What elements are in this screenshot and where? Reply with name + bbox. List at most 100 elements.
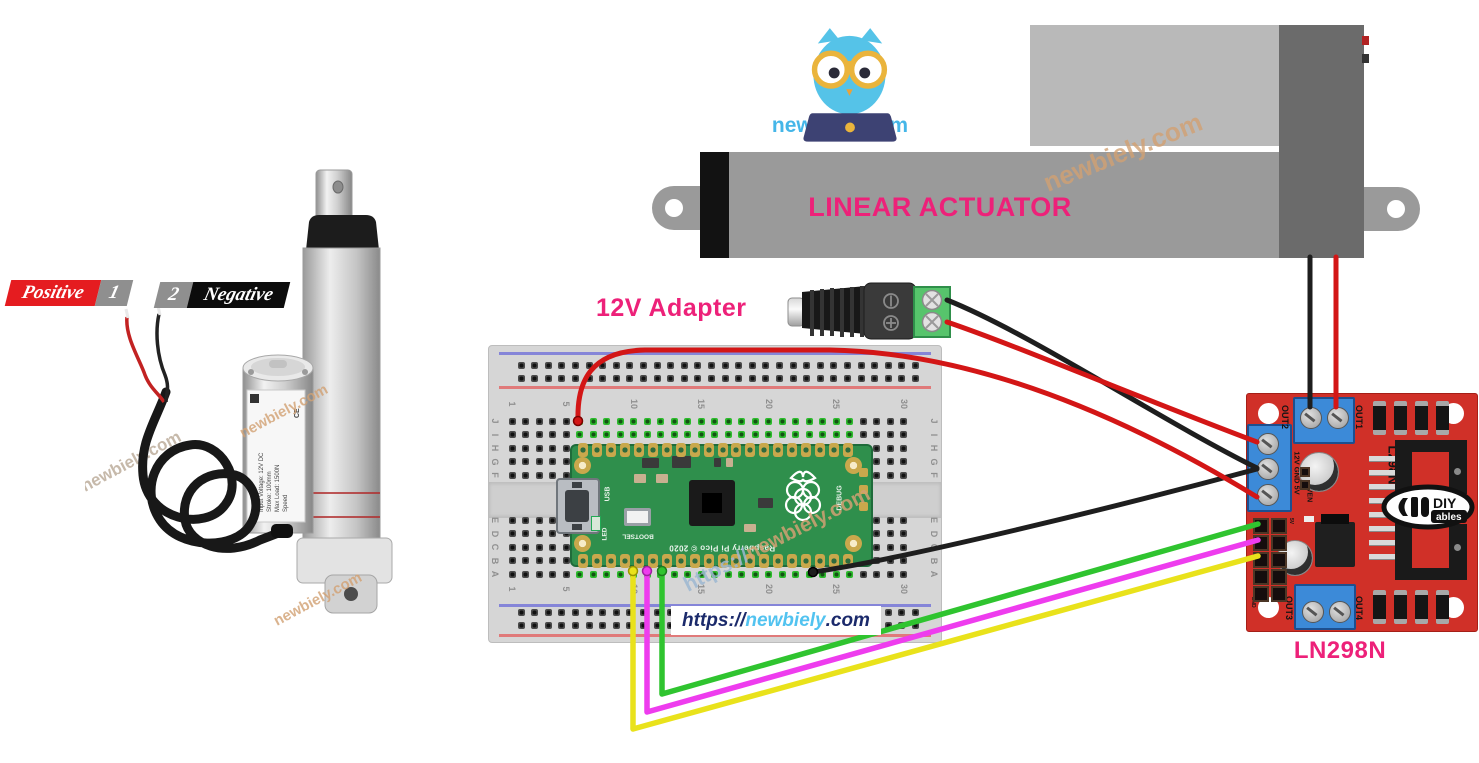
breadboard-hole[interactable] (639, 608, 647, 616)
breadboard-hole[interactable] (535, 543, 543, 551)
breadboard-hole[interactable] (612, 608, 620, 616)
pico-pin[interactable] (689, 554, 700, 568)
breadboard-hole[interactable] (508, 543, 516, 551)
breadboard-hole[interactable] (775, 361, 783, 369)
breadboard-hole-connected[interactable] (657, 570, 664, 578)
breadboard-hole[interactable] (626, 621, 634, 629)
pico-pin[interactable] (578, 443, 588, 457)
breadboard-hole-connected[interactable] (765, 417, 772, 425)
jumper-pin[interactable] (1300, 480, 1310, 490)
pico-pin[interactable] (605, 443, 616, 457)
breadboard-hole-connected[interactable] (630, 431, 637, 438)
breadboard-hole-connected[interactable] (846, 431, 853, 438)
breadboard-hole[interactable] (544, 361, 552, 369)
pico-pin[interactable] (605, 554, 616, 568)
breadboard-hole[interactable] (900, 530, 907, 537)
breadboard-hole[interactable] (748, 374, 756, 382)
breadboard-hole-connected[interactable] (832, 431, 840, 438)
breadboard-hole-connected[interactable] (589, 570, 597, 578)
breadboard-hole[interactable] (544, 374, 552, 382)
breadboard-hole[interactable] (531, 621, 539, 629)
pico-pin[interactable] (773, 554, 784, 568)
breadboard-hole-connected[interactable] (711, 570, 718, 578)
pico-pin[interactable] (843, 554, 854, 568)
breadboard-hole[interactable] (886, 471, 894, 479)
breadboard-hole-connected[interactable] (670, 431, 678, 438)
breadboard-hole-connected[interactable] (751, 431, 759, 438)
control-pin[interactable] (1253, 518, 1269, 534)
breadboard-hole[interactable] (535, 471, 543, 479)
breadboard-hole[interactable] (517, 608, 525, 616)
breadboard-hole[interactable] (522, 471, 529, 479)
breadboard-hole[interactable] (900, 543, 907, 551)
breadboard-hole[interactable] (508, 417, 516, 425)
control-pin[interactable] (1253, 586, 1269, 602)
breadboard-hole[interactable] (748, 361, 756, 369)
breadboard-hole[interactable] (886, 516, 894, 524)
breadboard-hole[interactable] (562, 444, 570, 452)
pico-pin[interactable] (591, 443, 602, 457)
breadboard-hole[interactable] (508, 471, 516, 479)
control-pin[interactable] (1271, 586, 1287, 602)
pico-pin[interactable] (717, 443, 728, 457)
breadboard-hole-connected[interactable] (616, 431, 624, 438)
bootsel-button[interactable] (624, 508, 651, 526)
breadboard-hole-connected[interactable] (576, 417, 583, 425)
breadboard-hole[interactable] (873, 543, 880, 551)
breadboard-hole[interactable] (680, 361, 688, 369)
breadboard-hole[interactable] (535, 530, 543, 537)
breadboard-hole-connected[interactable] (832, 570, 840, 578)
pico-pin[interactable] (731, 443, 742, 457)
breadboard-hole[interactable] (859, 431, 867, 438)
breadboard-hole[interactable] (694, 361, 702, 369)
breadboard-hole[interactable] (898, 361, 906, 369)
breadboard-hole[interactable] (558, 374, 566, 382)
breadboard-hole-connected[interactable] (805, 417, 813, 425)
breadboard-hole[interactable] (535, 444, 543, 452)
jumper-pin[interactable] (1300, 467, 1310, 477)
pico-pin[interactable] (647, 554, 658, 568)
breadboard-hole[interactable] (535, 431, 543, 438)
breadboard-hole[interactable] (735, 374, 743, 382)
pico-pin[interactable] (829, 443, 840, 457)
control-pin[interactable] (1271, 552, 1287, 568)
breadboard-hole[interactable] (599, 621, 607, 629)
breadboard-hole[interactable] (585, 608, 593, 616)
breadboard-hole[interactable] (803, 361, 811, 369)
breadboard-hole[interactable] (873, 431, 880, 438)
control-pin[interactable] (1253, 535, 1269, 551)
breadboard-hole[interactable] (585, 621, 593, 629)
breadboard-hole[interactable] (886, 444, 894, 452)
breadboard-hole-connected[interactable] (765, 570, 772, 578)
breadboard-hole-connected[interactable] (643, 570, 651, 578)
breadboard-hole[interactable] (898, 374, 906, 382)
pico-pin[interactable] (801, 443, 812, 457)
pico-pin[interactable] (647, 443, 658, 457)
breadboard-hole-connected[interactable] (589, 431, 597, 438)
terminal-screw[interactable] (1257, 484, 1279, 506)
breadboard-hole[interactable] (667, 374, 675, 382)
breadboard-hole[interactable] (549, 444, 556, 452)
breadboard-hole-connected[interactable] (846, 417, 853, 425)
breadboard-hole[interactable] (639, 374, 647, 382)
breadboard-hole-connected[interactable] (724, 417, 732, 425)
breadboard-hole[interactable] (884, 374, 892, 382)
breadboard-hole-connected[interactable] (738, 570, 745, 578)
breadboard-hole-connected[interactable] (603, 417, 610, 425)
breadboard-hole-connected[interactable] (643, 431, 651, 438)
breadboard-hole[interactable] (558, 608, 566, 616)
breadboard-hole-connected[interactable] (576, 570, 583, 578)
breadboard-hole-connected[interactable] (778, 417, 786, 425)
breadboard-hole[interactable] (762, 374, 770, 382)
breadboard-hole[interactable] (639, 361, 647, 369)
breadboard-hole[interactable] (562, 458, 570, 465)
breadboard-hole[interactable] (612, 374, 620, 382)
breadboard-hole[interactable] (830, 361, 838, 369)
control-pin[interactable] (1271, 569, 1287, 585)
breadboard-hole[interactable] (599, 608, 607, 616)
breadboard-hole[interactable] (816, 374, 824, 382)
breadboard-hole-connected[interactable] (792, 431, 799, 438)
breadboard-hole[interactable] (517, 374, 525, 382)
breadboard-hole[interactable] (549, 471, 556, 479)
breadboard-hole[interactable] (884, 608, 892, 616)
